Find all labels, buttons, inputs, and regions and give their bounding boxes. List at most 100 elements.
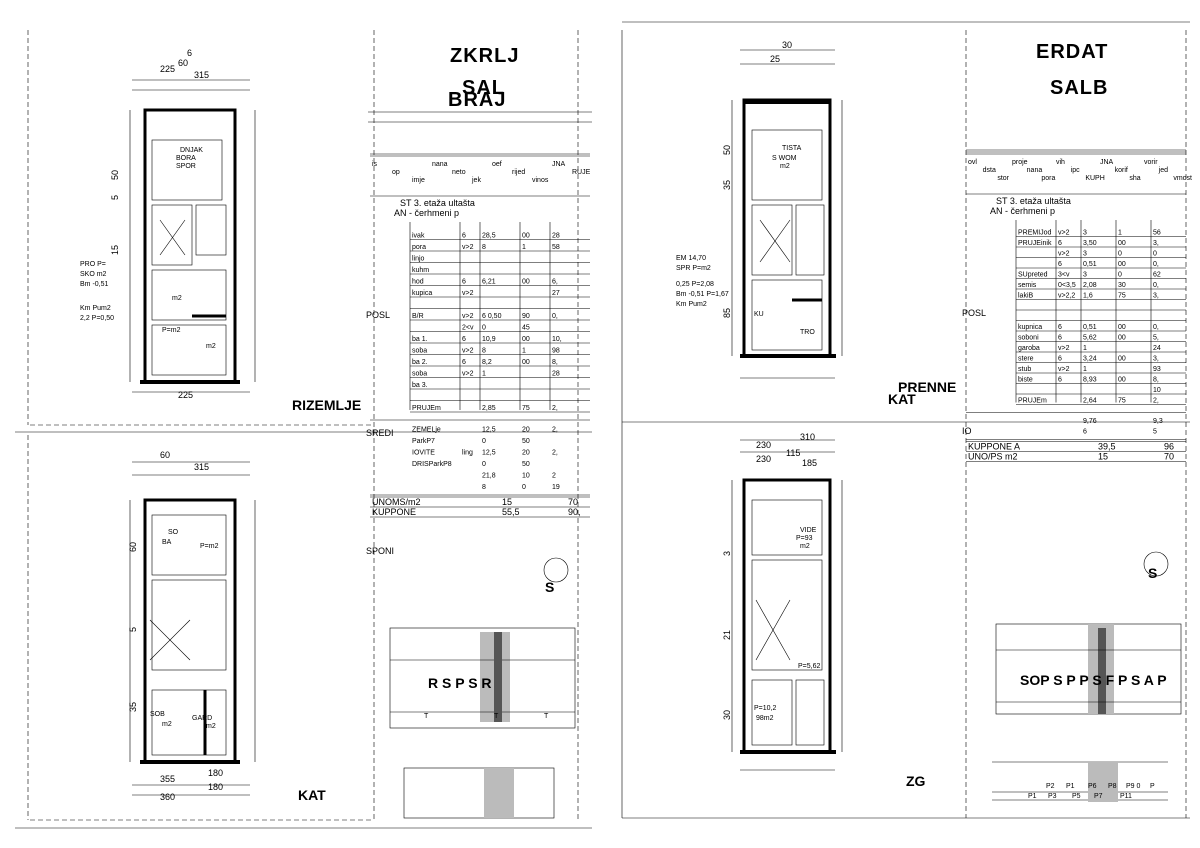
table-cell: kupica	[412, 290, 432, 297]
plan2-dim-bottom-2: 180	[208, 782, 223, 792]
table-cell: v>2	[462, 313, 474, 320]
table-cell: v>2	[462, 290, 474, 297]
table-cell: B/R	[412, 313, 424, 320]
sheet-right: ERDAT SALB 30 25 50 35 85 TISTA S WOM m2	[621, 21, 1192, 819]
table-total-value: 90,	[568, 507, 581, 517]
plan1-room-1: DNJAK	[180, 147, 203, 154]
table-cell: 2<v	[462, 325, 474, 332]
table-cell: 0,51	[1083, 261, 1097, 268]
table-cell: 6	[1058, 261, 1062, 268]
plan2-dim-side-2: 5	[128, 627, 138, 632]
plan1-dim-side-3: 15	[110, 245, 120, 255]
table-cell: 00	[522, 359, 530, 366]
sheet-right-logo: S	[1148, 565, 1157, 581]
plan3-note-4: Bm -0,51 P=1,67	[676, 291, 729, 298]
table-cell: 0,	[1153, 282, 1159, 289]
table-cell: PRUJEm	[412, 405, 441, 412]
table-lower-cell: 2,	[552, 427, 558, 434]
table-cell: 0,	[1153, 261, 1159, 268]
plan1-dim-top-1: 6	[187, 48, 192, 58]
sheet-right-title-2: SALB	[1050, 77, 1108, 99]
parking-bottom-3: P5	[1072, 793, 1081, 800]
table-cell: 56	[1153, 230, 1161, 237]
plan3-dim-top-2: 25	[770, 54, 780, 64]
table-header: is	[372, 161, 378, 168]
plan4-room-1: VIDE	[800, 527, 817, 534]
floor-plan-upper-right	[731, 439, 843, 771]
table-cell: 6	[1058, 335, 1062, 342]
table-cell: 75	[1118, 293, 1126, 300]
table-header: op	[392, 169, 400, 176]
table-total-value: 70	[568, 497, 578, 507]
table-header: korif	[1115, 167, 1128, 174]
table-cell: 45	[522, 325, 530, 332]
plan3-room-4: KU	[754, 311, 764, 318]
plan4-dim-top-5: 185	[802, 458, 817, 468]
table-cell: 6	[462, 233, 466, 240]
plan3-label: PRENNE	[898, 379, 956, 395]
table-header: neto	[452, 169, 466, 176]
table-cell: 3	[1083, 230, 1087, 237]
plan1-dim-top-3: 225	[160, 64, 175, 74]
parking-bottom-5: P11	[1120, 793, 1132, 800]
table-cell: 10,9	[482, 336, 496, 343]
plan4-dim-top-1: 230	[756, 440, 771, 450]
plan2-room-1: SO	[168, 529, 179, 536]
table-cell: stere	[1018, 356, 1034, 363]
table-cell: 8,	[1153, 377, 1159, 384]
table-header: JNA	[552, 161, 566, 168]
table-side-label: IO	[962, 426, 972, 436]
table-cell: kuhm	[412, 267, 429, 274]
table-cell: 1	[522, 348, 526, 355]
table-cell: 28,5	[482, 233, 496, 240]
plan1-label: RIZEMLJE	[292, 397, 361, 413]
table-total-label: UNOMS/m2	[372, 497, 421, 507]
plan2-room-6: m2	[162, 721, 172, 728]
plan2-label: KAT	[298, 787, 326, 803]
table-cell: 62	[1153, 272, 1161, 279]
table-cell: ba 2.	[412, 359, 428, 366]
table-cell: 0	[482, 325, 486, 332]
plan1-dim-top-4: 315	[194, 70, 209, 80]
parking-top-4: P8	[1108, 783, 1117, 790]
table-cell: 3	[1083, 251, 1087, 258]
table-lower-cell: 2	[552, 473, 556, 480]
table-header: rijed	[512, 169, 525, 176]
table-cell: SUpreted	[1018, 272, 1048, 279]
table-lower-cell: 50	[522, 438, 530, 445]
table-lower-cell: 9,76	[1083, 418, 1097, 425]
table-header: vih	[1056, 159, 1065, 166]
table-cell: 2,08	[1083, 282, 1097, 289]
table-cell: PRUJEinik	[1018, 240, 1052, 247]
table-lower-cell: 5	[1153, 429, 1157, 436]
plan3-room-3: m2	[780, 163, 790, 170]
table-lower-cell: 10	[522, 473, 530, 480]
table-cell: 3,	[1153, 293, 1159, 300]
table-cell: 8,93	[1083, 377, 1097, 384]
plan1-dim-bottom-1: 225	[178, 390, 193, 400]
elevation-left-label-3: T	[544, 713, 549, 720]
table-cell: 10,	[552, 336, 562, 343]
table-header: stor	[997, 175, 1009, 182]
plan2-dim-bottom-3: 355	[160, 774, 175, 784]
plan2-dim-side-1: 60	[128, 542, 138, 552]
plan2-dim-top-1: 60	[160, 450, 170, 460]
table-cell: 2,	[1153, 398, 1159, 405]
table-cell: v>2	[1058, 251, 1070, 258]
table-cell: 2,85	[482, 405, 496, 412]
plan1-note-1: PRO P=	[80, 261, 106, 268]
table-cell: semis	[1018, 282, 1037, 289]
table-cell: 6 0,50	[482, 313, 502, 320]
parking-bottom-4: P7	[1094, 793, 1103, 800]
table-header: vmost	[1173, 175, 1192, 182]
table-cell: 00	[1118, 356, 1126, 363]
table-cell: 0<3,5	[1058, 282, 1076, 289]
table-cell: ba 3.	[412, 382, 428, 389]
table-cell: 0	[1153, 251, 1157, 258]
table-cell: 1	[522, 244, 526, 251]
table-cell: 75	[1118, 398, 1126, 405]
plan2-dim-side-3: 35	[128, 702, 138, 712]
plan2-room-2: BA	[162, 539, 172, 546]
parking-top-1: P2	[1046, 783, 1055, 790]
plan3-dim-side-3: 85	[722, 308, 732, 318]
